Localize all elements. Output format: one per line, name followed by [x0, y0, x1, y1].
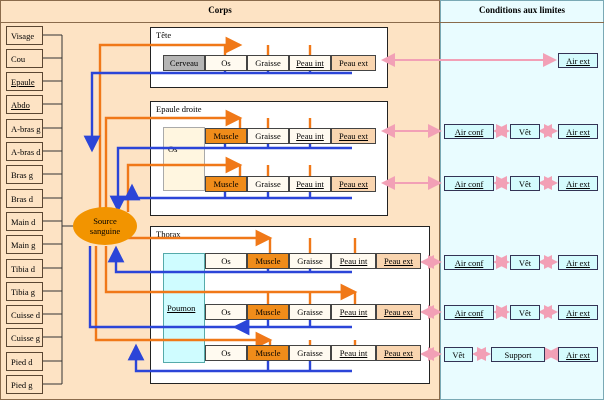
shoulder2-layer-peau-int: Peau int	[289, 176, 331, 192]
thorax1-layer-peau-ext: Peau ext	[376, 253, 421, 269]
lung-label: Poumon	[167, 303, 196, 313]
part-pied-g: Pied g	[6, 375, 43, 394]
blood-source-line2: sanguine	[89, 226, 121, 236]
part-bras-d: Bras d	[6, 189, 43, 208]
shoulder1-layer-muscle: Muscle	[205, 128, 247, 144]
part-bras-g: Bras g	[6, 165, 43, 184]
bc-thorax2-air-ext: Air ext	[558, 305, 598, 320]
shoulder2-layer-muscle: Muscle	[205, 176, 247, 192]
head-layer-peau-int: Peau int	[289, 55, 331, 71]
body-header: Corps	[208, 5, 232, 15]
bc-shoulder2-vet: Vêt	[510, 176, 540, 191]
section-thorax-title: Thorax	[156, 229, 181, 239]
thorax3-layer-os: Os	[205, 345, 247, 361]
head-layer-graisse: Graisse	[247, 55, 289, 71]
shoulder2-layer-graisse: Graisse	[247, 176, 289, 192]
thorax3-layer-peau-ext: Peau ext	[376, 345, 421, 361]
conditions-header: Conditions aux limites	[478, 5, 565, 15]
bc-head-air-ext: Air ext	[558, 53, 598, 68]
thorax2-layer-os: Os	[205, 304, 247, 320]
thorax2-layer-graisse: Graisse	[289, 304, 331, 320]
bc-thorax1-vet: Vêt	[510, 255, 540, 270]
bc-thorax1-air-conf: Air conf	[444, 255, 494, 270]
blood-source-line1: Source	[93, 216, 117, 226]
exchange-lines	[381, 53, 558, 361]
head-layer-peau-ext: Peau ext	[331, 55, 376, 71]
bc-thorax3-support: Support	[491, 347, 545, 362]
thorax2-layer-peau-ext: Peau ext	[376, 304, 421, 320]
part-main-d: Main d	[6, 212, 43, 231]
part-cuisse-g: Cuisse g	[6, 328, 43, 347]
part-a-bras-d: A-bras d	[6, 142, 43, 161]
bc-shoulder2-air-conf: Air conf	[444, 176, 494, 191]
thorax1-layer-peau-int: Peau int	[331, 253, 376, 269]
head-layer-os: Os	[205, 55, 247, 71]
thorax3-layer-muscle: Muscle	[247, 345, 289, 361]
bc-shoulder1-vet: Vêt	[510, 124, 540, 139]
header-divider	[0, 22, 604, 23]
part-cuisse-d: Cuisse d	[6, 305, 43, 324]
bc-shoulder1-air-ext: Air ext	[558, 124, 598, 139]
thorax3-layer-graisse: Graisse	[289, 345, 331, 361]
thorax2-layer-peau-int: Peau int	[331, 304, 376, 320]
bc-shoulder1-air-conf: Air conf	[444, 124, 494, 139]
thorax1-layer-os: Os	[205, 253, 247, 269]
bc-thorax2-vet: Vêt	[510, 305, 540, 320]
part-abdo: Abdo	[6, 95, 43, 114]
bc-thorax3-air-ext: Air ext	[558, 347, 598, 362]
shoulder1-layer-graisse: Graisse	[247, 128, 289, 144]
part-pied-d: Pied d	[6, 352, 43, 371]
thorax1-layer-graisse: Graisse	[289, 253, 331, 269]
thorax2-layer-muscle: Muscle	[247, 304, 289, 320]
thorax1-layer-muscle: Muscle	[247, 253, 289, 269]
shoulder2-layer-peau-ext: Peau ext	[331, 176, 376, 192]
section-head-title: Tête	[156, 30, 172, 40]
thorax3-layer-peau-int: Peau int	[331, 345, 376, 361]
part-visage: Visage	[6, 26, 43, 45]
part-a-bras-g: A-bras g	[6, 119, 43, 138]
part-main-g: Main g	[6, 235, 43, 254]
bc-thorax2-air-conf: Air conf	[444, 305, 494, 320]
shoulder1-layer-peau-ext: Peau ext	[331, 128, 376, 144]
part-cou: Cou	[6, 49, 43, 68]
part-epaule: Epaule	[6, 72, 43, 91]
part-tibia-d: Tibia d	[6, 259, 43, 278]
parts-bus	[43, 34, 73, 385]
head-layer-cerveau: Cerveau	[163, 55, 205, 71]
bc-thorax3-vet: Vêt	[444, 347, 473, 362]
bc-shoulder2-air-ext: Air ext	[558, 176, 598, 191]
shoulder1-layer-peau-int: Peau int	[289, 128, 331, 144]
bc-thorax1-air-ext: Air ext	[558, 255, 598, 270]
section-shoulder-title: Epaule droite	[156, 104, 202, 114]
shoulder-core	[163, 127, 205, 191]
part-tibia-g: Tibia g	[6, 282, 43, 301]
